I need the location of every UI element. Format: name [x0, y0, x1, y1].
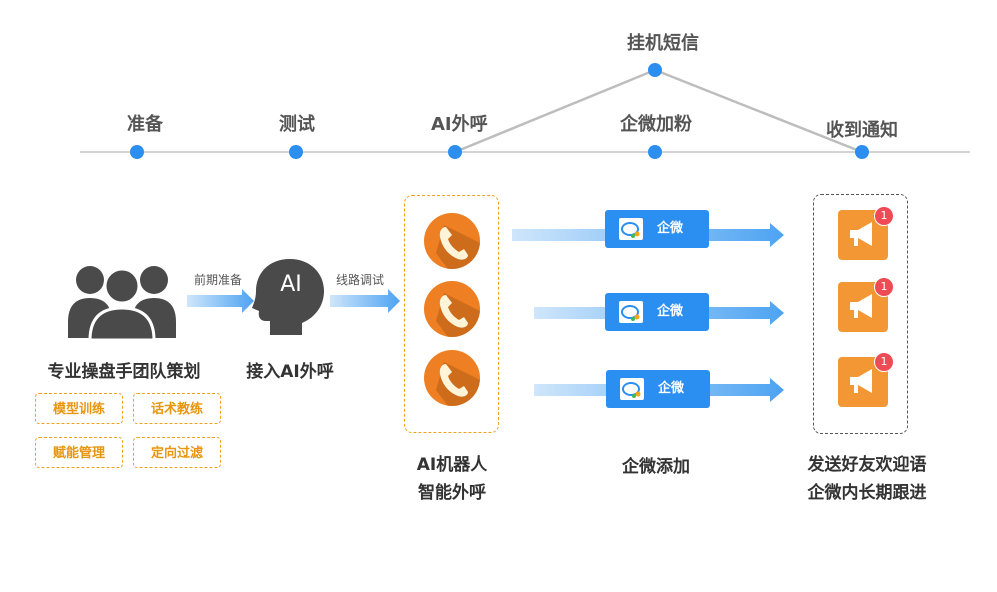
stage-label-wecom-add: 企微加粉	[620, 114, 692, 135]
timeline-lines	[80, 68, 970, 154]
timeline-dot	[648, 63, 662, 77]
tag-model-training: 模型训练	[35, 393, 123, 424]
timeline-dot	[448, 145, 462, 159]
phone-icon	[424, 281, 480, 337]
notification-badge: 1	[874, 352, 894, 372]
timeline-dot	[855, 145, 869, 159]
notification-badge: 1	[874, 277, 894, 297]
ai-robot-group	[404, 195, 499, 433]
ai-caption: 接入AI外呼	[246, 362, 334, 382]
wecom-button[interactable]: 企微	[605, 293, 709, 331]
arrow-debug	[330, 289, 400, 313]
stage-label-ai-call: AI外呼	[431, 114, 488, 135]
tag-script-coach: 话术教练	[133, 393, 221, 424]
wecom-button[interactable]: 企微	[606, 370, 710, 408]
ai-head-text: AI	[280, 272, 302, 297]
ai-head-icon	[252, 259, 324, 335]
timeline-dot	[130, 145, 144, 159]
arrow-label-prepare: 前期准备	[194, 273, 243, 287]
timeline-dot	[648, 145, 662, 159]
robot-caption-line2: 智能外呼	[418, 483, 486, 503]
arrow-prepare	[187, 289, 254, 313]
notify-group	[813, 194, 908, 434]
wecom-button-label: 企微	[657, 221, 684, 236]
wecom-button[interactable]: 企微	[605, 210, 709, 248]
wecom-chat-icon	[620, 378, 644, 400]
timeline-dot	[289, 145, 303, 159]
robot-caption-line1: AI机器人	[416, 455, 488, 475]
stage-label-test: 测试	[279, 114, 315, 135]
notification-badge: 1	[874, 206, 894, 226]
team-caption: 专业操盘手团队策划	[47, 362, 201, 382]
notify-caption-line1: 发送好友欢迎语	[807, 455, 927, 475]
stage-label-notify: 收到通知	[826, 120, 898, 141]
megaphone-icon	[838, 210, 888, 260]
wecom-button-label: 企微	[658, 381, 685, 396]
megaphone-icon	[838, 282, 888, 332]
wecom-chat-icon	[619, 301, 643, 323]
tag-targeted-filter: 定向过滤	[133, 437, 221, 468]
wecom-chat-icon	[619, 218, 643, 240]
stage-label-prepare: 准备	[127, 114, 163, 135]
wecom-button-label: 企微	[657, 304, 684, 319]
team-people-icon	[68, 266, 176, 340]
arrow-label-debug: 线路调试	[336, 273, 385, 287]
tag-enablement: 赋能管理	[35, 437, 123, 468]
notify-caption-line2: 企微内长期跟进	[807, 483, 927, 503]
wecom-caption: 企微添加	[622, 457, 690, 477]
phone-icon	[424, 350, 480, 406]
phone-icon	[424, 213, 480, 269]
stage-label-hangup-sms: 挂机短信	[627, 33, 699, 54]
